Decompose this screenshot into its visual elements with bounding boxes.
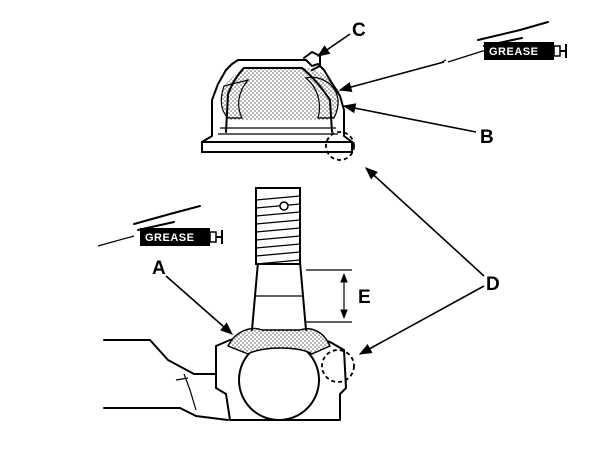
callout-a: A: [152, 258, 166, 279]
boot-seal-band: [218, 127, 338, 135]
callout-c: C: [352, 20, 366, 41]
knuckle-arm: [103, 339, 229, 421]
grease-label-top: GREASE: [489, 46, 538, 58]
callout-e: E: [358, 287, 371, 308]
dimension-e: [306, 269, 352, 323]
cotter-pin-hole: [279, 201, 289, 211]
boot-inner-wall: [225, 67, 333, 133]
grease-gun-top-body: [484, 42, 554, 60]
grease-gun-bottom: GREASE: [97, 205, 223, 247]
ball-grease-packing: [227, 327, 331, 355]
leader-lines: [165, 33, 485, 355]
knuckle-arm-detail: [175, 373, 197, 411]
housing-lip-detail-circle: [321, 349, 355, 383]
callout-d: D: [486, 274, 500, 295]
grease-label-bottom: GREASE: [145, 232, 194, 244]
grease-gun-bottom-body: [140, 228, 210, 246]
thread-lines: [255, 195, 301, 265]
grease-gun-top: GREASE: [441, 21, 567, 63]
ball-joint-assembly: [103, 187, 355, 421]
grease-gun-bottom-handle: [133, 205, 201, 231]
dust-boot: [201, 51, 355, 161]
callout-b: B: [480, 127, 494, 148]
threaded-shank: [255, 187, 301, 265]
boot-lip-detail-circle: [325, 131, 355, 161]
boot-flange: [201, 141, 353, 153]
